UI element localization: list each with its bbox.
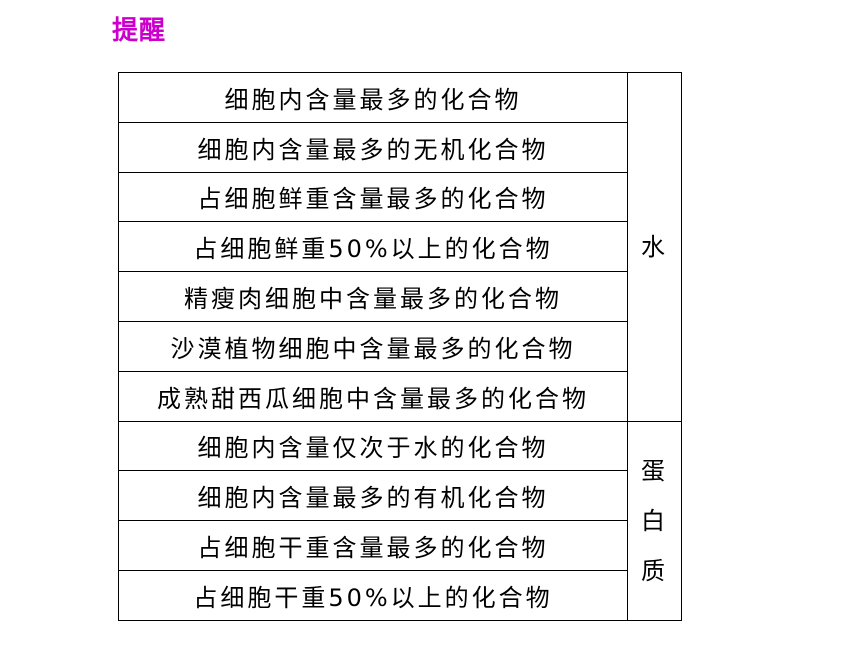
answer-char: 质 xyxy=(641,556,668,585)
description-cell: 细胞内含量最多的有机化合物 xyxy=(118,470,628,522)
description-cell: 占细胞干重含量最多的化合物 xyxy=(118,520,628,571)
description-cell: 占细胞鲜重含量最多的化合物 xyxy=(118,171,628,223)
description-cell: 成熟甜西瓜细胞中含量最多的化合物 xyxy=(118,370,628,422)
table-row: 沙漠植物细胞中含量最多的化合物 xyxy=(118,320,682,372)
description-cell: 细胞内含量最多的化合物 xyxy=(118,72,628,123)
table-row: 占细胞鲜重含量最多的化合物 xyxy=(118,171,682,223)
page-heading: 提醒 xyxy=(112,16,167,46)
answer-char: 蛋 xyxy=(641,456,668,485)
table-row: 成熟甜西瓜细胞中含量最多的化合物 xyxy=(118,370,682,422)
answer-cell-water: 水 xyxy=(627,72,682,422)
table-row: 占细胞鲜重50%以上的化合物 xyxy=(118,221,682,273)
table-row: 占细胞干重含量最多的化合物 xyxy=(118,520,682,571)
description-cell: 占细胞鲜重50%以上的化合物 xyxy=(118,221,628,273)
compound-summary-table: 细胞内含量最多的化合物 水 细胞内含量最多的无机化合物 占细胞鲜重含量最多的化合… xyxy=(118,72,682,621)
description-cell: 精瘦肉细胞中含量最多的化合物 xyxy=(118,271,628,322)
table-row: 精瘦肉细胞中含量最多的化合物 xyxy=(118,271,682,322)
table-row: 细胞内含量最多的无机化合物 xyxy=(118,121,682,173)
table-row: 细胞内含量最多的有机化合物 xyxy=(118,470,682,522)
description-cell: 占细胞干重50%以上的化合物 xyxy=(118,569,628,621)
description-cell: 细胞内含量最多的无机化合物 xyxy=(118,121,628,173)
description-cell: 沙漠植物细胞中含量最多的化合物 xyxy=(118,320,628,372)
answer-cell-protein: 蛋 白 质 xyxy=(627,420,682,621)
table-row: 细胞内含量最多的化合物 水 xyxy=(118,72,682,422)
table-row: 细胞内含量仅次于水的化合物 蛋 白 质 xyxy=(118,420,682,621)
table-row: 占细胞干重50%以上的化合物 xyxy=(118,569,682,621)
description-cell: 细胞内含量仅次于水的化合物 xyxy=(118,420,628,472)
answer-char: 白 xyxy=(641,506,668,535)
